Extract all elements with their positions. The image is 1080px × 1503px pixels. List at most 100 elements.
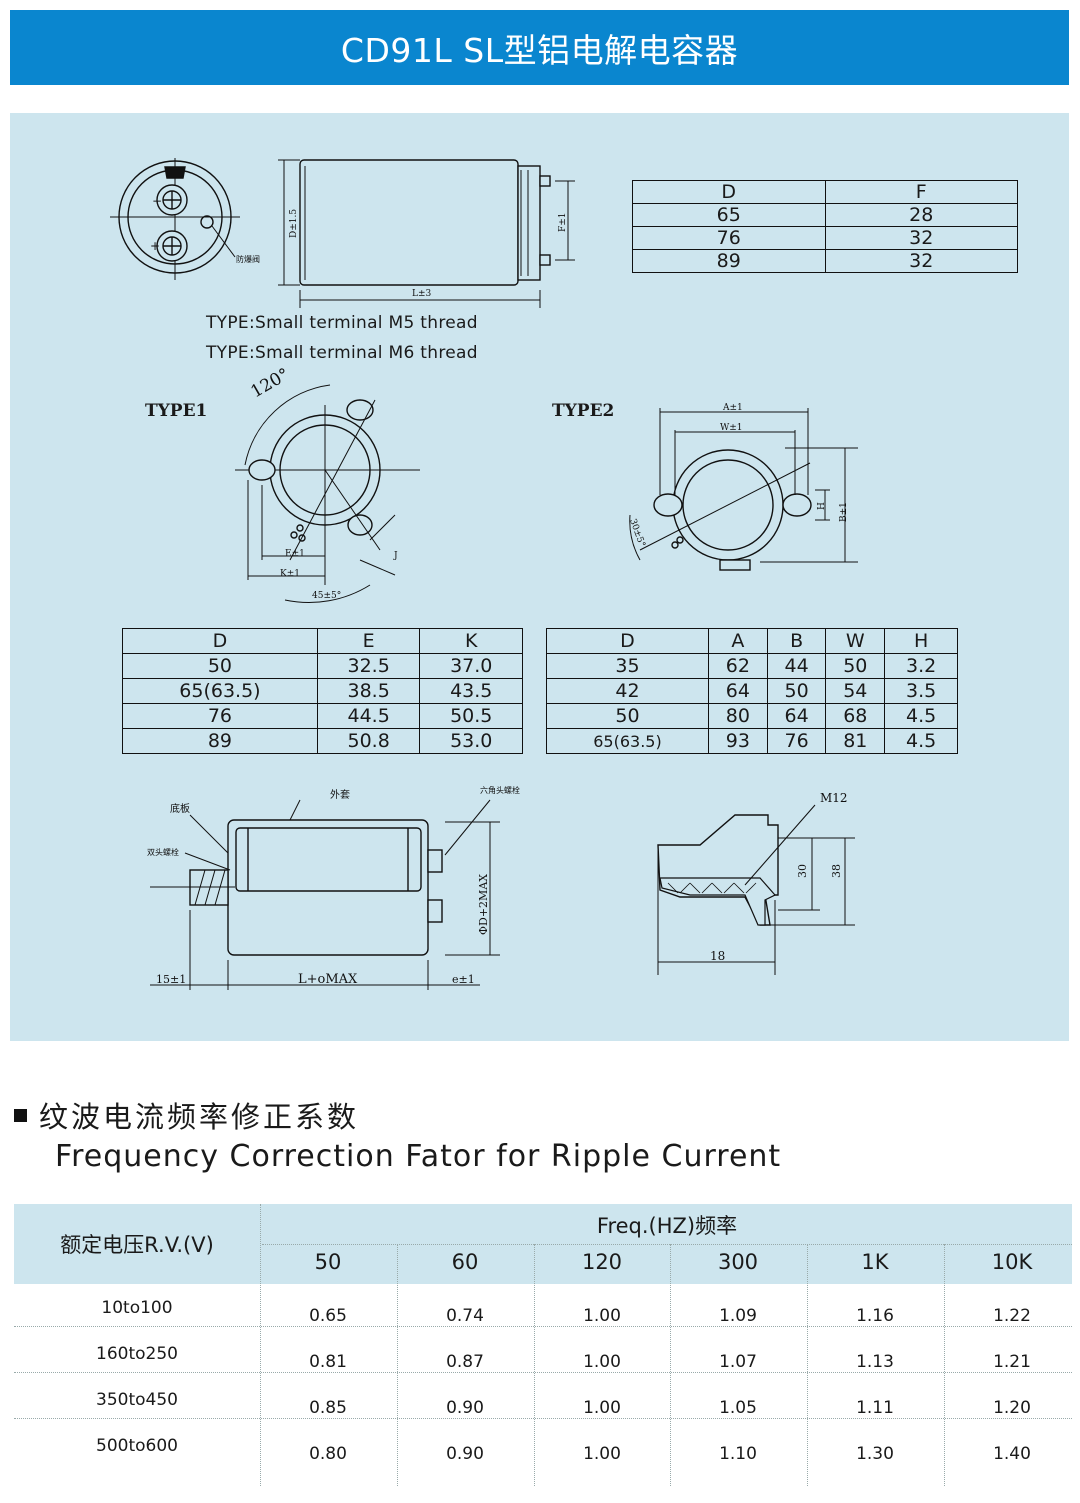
stud-bolt-label: 双头螺栓 xyxy=(147,847,179,857)
dabwh-cell: 4.5 xyxy=(884,728,958,754)
side-view-drawing: D±1.5 L±3 F±1 xyxy=(278,159,575,308)
dek-cell: 53.0 xyxy=(419,728,523,754)
dabwh-cell: 80 xyxy=(707,703,768,729)
factor-cell: 0.81 xyxy=(309,1352,347,1372)
relief-valve-label: 防爆阀 xyxy=(236,254,260,264)
factor-cell: 0.74 xyxy=(446,1306,484,1326)
dabwh-cell: 93 xyxy=(707,728,768,754)
factor-cell: 0.87 xyxy=(446,1352,484,1372)
angle-120-label: 120° xyxy=(248,365,293,403)
m12-label: M12 xyxy=(820,791,848,805)
len-15-label: 15±1 xyxy=(156,973,186,986)
factor-cell: 1.13 xyxy=(856,1352,894,1372)
dek-cell: 37.0 xyxy=(419,653,523,679)
dek-cell: 32.5 xyxy=(316,653,421,679)
dabwh-cell: 50 xyxy=(546,703,709,729)
dim-18-label: 18 xyxy=(710,949,725,963)
factor-cell: 0.85 xyxy=(309,1398,347,1418)
factor-cell: 0.90 xyxy=(446,1398,484,1418)
type1-label: TYPE1 xyxy=(145,401,208,421)
dabwh-cell: 62 xyxy=(707,653,768,679)
dabwh-cell: 65(63.5) xyxy=(546,728,709,754)
factor-cell: 1.22 xyxy=(993,1306,1031,1326)
rv-cell: 160to250 xyxy=(96,1344,178,1364)
factor-cell: 0.65 xyxy=(309,1306,347,1326)
dabwh-cell: 64 xyxy=(766,703,827,729)
hex-bolt-label: 六角头螺栓 xyxy=(480,785,520,795)
df-cell: 28 xyxy=(824,203,1018,227)
rv-header: 额定电压R.V.(V) xyxy=(60,1233,214,1257)
factor-cell: 1.11 xyxy=(856,1398,894,1418)
dabwh-cell: 3.2 xyxy=(884,653,958,679)
dim-30-label: 30 xyxy=(796,864,809,878)
rv-cell: 500to600 xyxy=(96,1436,178,1456)
factor-cell: 1.40 xyxy=(993,1444,1031,1464)
b-dimension-label: B±1 xyxy=(839,502,849,522)
dabwh-cell: 54 xyxy=(825,678,886,704)
dek-cell: 50 xyxy=(122,653,318,679)
section-title-en: Frequency Correction Fator for Ripple Cu… xyxy=(55,1139,782,1174)
dek-header-d: D xyxy=(122,628,318,654)
angle-30-label: 30±5° xyxy=(627,518,646,549)
dek-cell: 65(63.5) xyxy=(122,678,318,704)
type1-drawing: 120° E±1 K±1 45±5° J xyxy=(235,365,420,604)
dabwh-cell: 4.5 xyxy=(884,703,958,729)
dabwh-cell: 76 xyxy=(766,728,827,754)
type2-label: TYPE2 xyxy=(552,401,615,421)
dabwh-cell: 50 xyxy=(825,653,886,679)
factor-cell: 1.00 xyxy=(583,1444,621,1464)
h-dimension-label: H xyxy=(817,502,827,510)
dabwh-header: D xyxy=(546,628,709,654)
factor-cell: 1.16 xyxy=(856,1306,894,1326)
freq-col-header: 10K xyxy=(991,1250,1033,1274)
factor-cell: 1.30 xyxy=(856,1444,894,1464)
page-title: CD91L SL型铝电解电容器 xyxy=(340,30,739,70)
type-line-m6: TYPE:Small terminal M6 thread xyxy=(206,343,478,363)
factor-cell: 0.80 xyxy=(309,1444,347,1464)
section-title-cn-text: 纹波电流频率修正系数 xyxy=(39,1100,360,1134)
dek-header-k: K xyxy=(419,628,523,654)
factor-cell: 1.00 xyxy=(583,1398,621,1418)
factor-cell: 1.10 xyxy=(719,1444,757,1464)
factor-cell: 1.05 xyxy=(719,1398,757,1418)
df-cell: 89 xyxy=(632,249,826,273)
freq-table-header: 额定电压R.V.(V) Freq.(HZ)频率 50 60 120 300 1K… xyxy=(14,1204,1072,1284)
dek-cell: 44.5 xyxy=(316,703,421,729)
freq-col-header: 60 xyxy=(451,1250,479,1274)
dek-cell: 43.5 xyxy=(419,678,523,704)
rv-cell: 10to100 xyxy=(101,1298,173,1318)
factor-cell: 1.20 xyxy=(993,1398,1031,1418)
freq-col-header: 50 xyxy=(314,1250,342,1274)
dim-38-label: 38 xyxy=(830,864,843,878)
mounting-assembly-drawing: 底板 外套 双头螺栓 六角头螺栓 ΦD+2MAX 15±1 L+oMAX e±1 xyxy=(147,785,520,990)
dabwh-cell: 35 xyxy=(546,653,709,679)
factor-cell: 0.90 xyxy=(446,1444,484,1464)
len-l-label: L+oMAX xyxy=(298,972,358,987)
factor-cell: 1.00 xyxy=(583,1306,621,1326)
type-line-m5: TYPE:Small terminal M5 thread xyxy=(206,313,478,333)
dabwh-header: B xyxy=(766,628,827,654)
df-header-d: D xyxy=(632,180,826,204)
dek-cell: 50.8 xyxy=(316,728,421,754)
freq-col-header: 300 xyxy=(717,1250,759,1274)
a-dimension-label: A±1 xyxy=(722,403,743,413)
dabwh-cell: 50 xyxy=(766,678,827,704)
square-bullet-icon xyxy=(14,1108,27,1122)
dek-header-e: E xyxy=(316,628,421,654)
svg-text:−: − xyxy=(152,194,162,208)
bottom-plate-label: 底板 xyxy=(170,802,190,815)
dabwh-cell: 3.5 xyxy=(884,678,958,704)
dek-cell: 50.5 xyxy=(419,703,523,729)
factor-cell: 1.21 xyxy=(993,1352,1031,1372)
freq-col-header: 120 xyxy=(581,1250,623,1274)
dek-cell: 38.5 xyxy=(316,678,421,704)
washer-section-drawing: M12 30 38 18 xyxy=(657,791,855,975)
dek-cell: 76 xyxy=(122,703,318,729)
df-cell: 32 xyxy=(824,249,1018,273)
j-dimension-label: J xyxy=(393,551,398,561)
dabwh-header: A xyxy=(707,628,768,654)
freq-header: Freq.(HZ)频率 xyxy=(596,1214,738,1238)
